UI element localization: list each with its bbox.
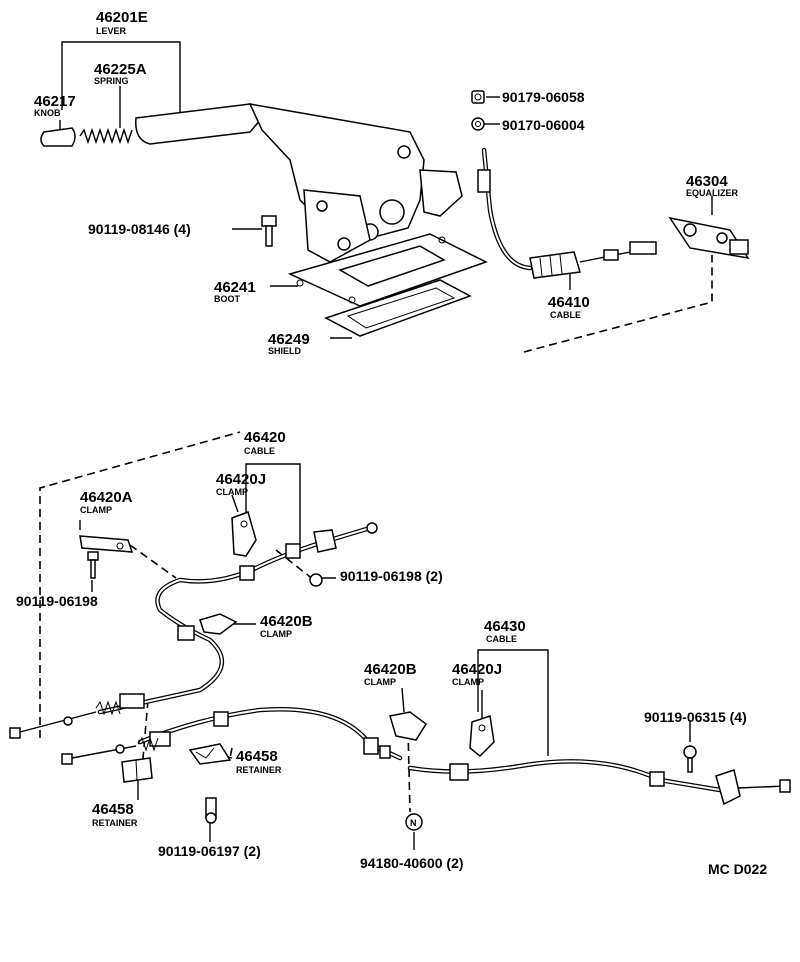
bolt-06197-part [205,797,217,824]
label-equalizer-number: 46304 [686,173,728,190]
label-nut-top-number: 90179-06058 [502,89,585,105]
knob-part [40,127,76,147]
spring-part [79,127,133,145]
shield-part [324,279,472,337]
label-clamp-j-right-name: CLAMP [452,677,484,687]
boot-part [287,233,488,307]
dashed-link-grommet [407,729,411,813]
leader-lines-bottom [79,463,691,850]
label-lever-name: LEVER [96,26,127,36]
clamp-j-right-part [469,715,495,758]
bolt-06198-2-part [309,573,323,587]
label-knob-number: 46217 [34,93,76,110]
label-cable-left-number: 46420 [244,429,286,446]
clamp-a-part [79,535,134,553]
label-knob-name: KNOB [34,108,61,118]
label-washer-top-number: 90170-06004 [502,117,585,133]
diagram-code: MC D022 [708,861,767,877]
svg-text:N: N [410,818,417,828]
label-boot-number: 46241 [214,279,256,296]
leader-lines-top [59,41,713,339]
label-boot-name: BOOT [214,294,241,304]
label-grommet-number: 94180-40600 (2) [360,855,464,871]
label-spring-name: SPRING [94,76,129,86]
nut-top-part [471,90,485,104]
label-retainer-left-name: RETAINER [92,818,138,828]
dashed-link-left [39,431,241,738]
front-cable-part [477,147,657,279]
label-clamp-j-left-name: CLAMP [216,487,248,497]
label-cable-right-number: 46430 [484,618,526,635]
label-cable-front-name: CABLE [550,310,581,320]
lever-part [135,103,463,263]
right-cable-part [407,759,791,806]
label-clamp-b-right-name: CLAMP [364,677,396,687]
dashed-link-clamp-a [129,544,177,579]
label-spring-number: 46225A [94,61,147,78]
label-equalizer-name: EQUALIZER [686,188,739,198]
label-bolt-06198-number: 90119-06198 [16,593,98,609]
washer-top-part [471,117,485,131]
label-cable-left-name: CABLE [244,446,275,456]
grommet-part: N [405,813,423,831]
equalizer-part [668,216,750,260]
label-clamp-b-left-name: CLAMP [260,629,292,639]
retainer-left-part [121,757,153,783]
clamp-b-left-part [199,613,238,635]
label-cable-front-number: 46410 [548,294,590,311]
dashed-link-retainer-right [229,747,233,759]
label-bolt-06197-number: 90119-06197 (2) [158,843,261,859]
label-shield-name: SHIELD [268,346,302,356]
label-bolt-06198-2-number: 90119-06198 (2) [340,568,443,584]
label-lever-number: 46201E [96,9,148,26]
lower-left-cable-part [61,707,403,765]
label-clamp-j-right-number: 46420J [452,661,502,678]
label-clamp-j-left-number: 46420J [216,471,266,488]
label-shield-number: 46249 [268,331,310,348]
label-retainer-right-number: 46458 [236,748,278,765]
dashed-link-top [523,255,713,353]
label-clamp-b-left-number: 46420B [260,613,313,630]
bolt-lever-part [261,215,277,247]
clamp-j-left-part [231,511,257,557]
label-bolt-06315-number: 90119-06315 (4) [644,709,747,725]
bolt-06198-part [87,551,99,579]
label-retainer-right-name: RETAINER [236,765,282,775]
label-clamp-a-number: 46420A [80,489,133,506]
label-cable-right-name: CABLE [486,634,517,644]
label-retainer-left-number: 46458 [92,801,134,818]
dashed-link-clamp-j [275,549,315,581]
label-clamp-b-right-number: 46420B [364,661,417,678]
bolt-06315-part [683,745,697,773]
label-bolt-lever-number: 90119-08146 (4) [88,221,191,237]
left-cable-part [9,522,378,739]
clamp-b-right-part [389,711,428,741]
retainer-right-part [188,743,232,765]
label-clamp-a-name: CLAMP [80,505,112,515]
